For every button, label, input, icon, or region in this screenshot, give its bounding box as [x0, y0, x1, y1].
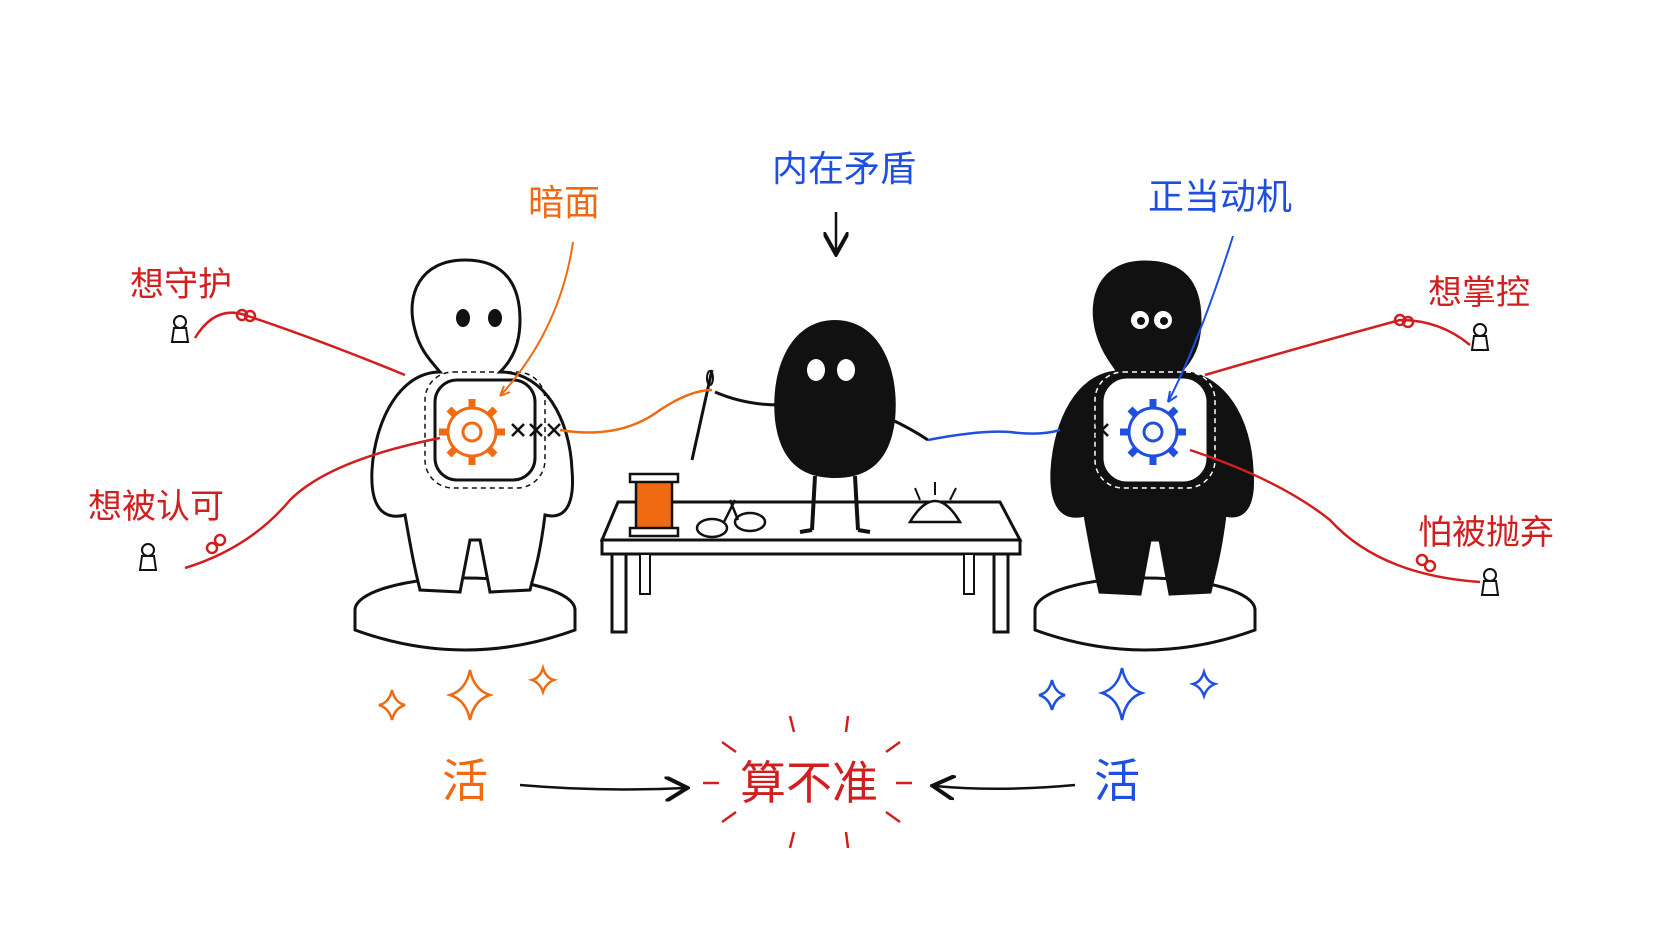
blue-thread: [927, 428, 1061, 442]
center-character: [714, 320, 929, 534]
legit-motive-label: 正当动机: [1148, 177, 1293, 218]
dark-side-pointer: [499, 241, 574, 397]
want-recognized-label: 想被认可: [88, 487, 224, 527]
left-figure: [353, 258, 577, 652]
needle-icon: [690, 369, 714, 461]
center-verdict-label: 算不准: [740, 756, 878, 810]
gear-icon: [439, 399, 505, 465]
fear-abandoned-label: 怕被抛弃: [1418, 513, 1554, 553]
gear-icon: [1120, 399, 1186, 465]
verdict-burst: [703, 715, 912, 849]
dark-side-label: 暗面: [528, 183, 601, 224]
sparkle-icon: [378, 663, 559, 721]
orange-thread: [559, 388, 713, 434]
pincushion-icon: [907, 482, 963, 524]
motive-pointer: [1167, 235, 1234, 403]
right-stitches: [1059, 423, 1109, 437]
sparkle-icon: [1038, 667, 1220, 721]
right-alive-arrow: [935, 785, 1076, 789]
right-strings: [1189, 313, 1481, 584]
want-control-label: 想掌控: [1428, 273, 1530, 313]
alive-right-label: 活: [1094, 754, 1140, 808]
pawn-icon: [138, 315, 1500, 596]
scissors-icon: [695, 499, 767, 539]
right-figure: [1033, 260, 1257, 652]
work-table: [599, 500, 1023, 634]
inner-conflict-label: 内在矛盾: [772, 149, 917, 190]
left-strings: [184, 308, 441, 570]
want-protect-label: 想守护: [130, 265, 232, 305]
alive-left-label: 活: [442, 754, 488, 808]
left-stitches: [511, 423, 561, 437]
left-chest-panel: [433, 378, 537, 482]
left-alive-arrow: [519, 785, 685, 789]
spool-icon: [628, 472, 680, 538]
